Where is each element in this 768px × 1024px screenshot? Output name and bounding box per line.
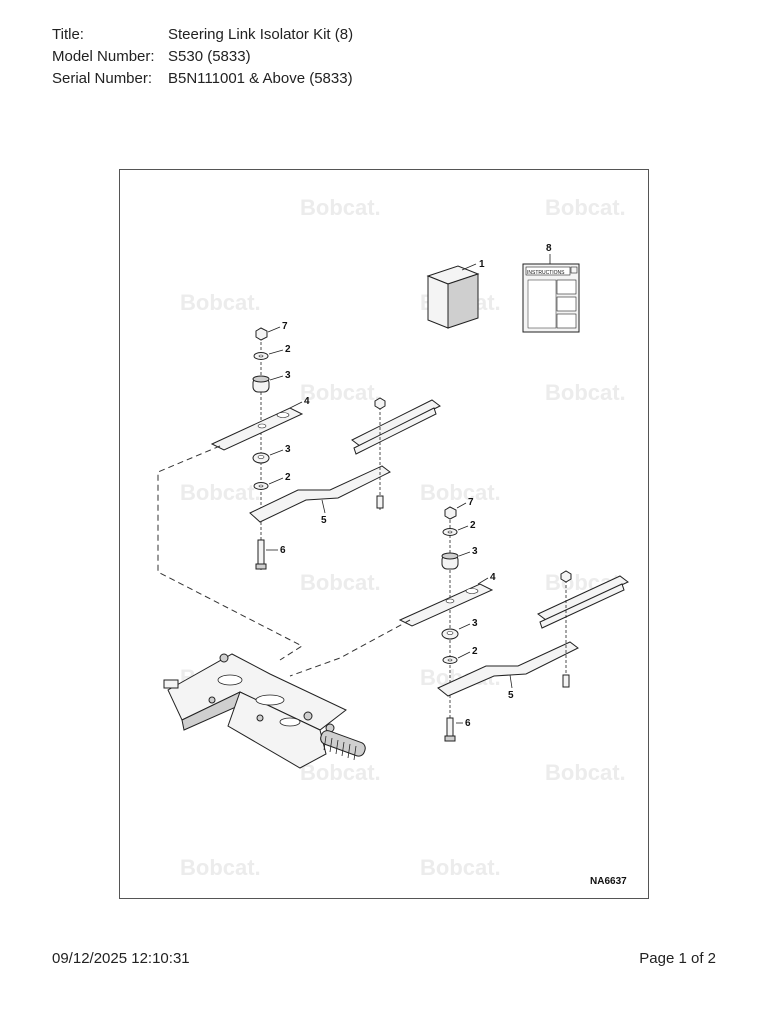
part-1-isolator-block: 1	[426, 259, 485, 329]
callout-2: 2	[472, 646, 478, 657]
parts-diagram: Bobcat. Bobcat. Bobcat. Bobcat. Bobcat. …	[119, 169, 649, 899]
callout-7: 7	[282, 321, 288, 332]
part-8-instructions-sheet: INSTRUCTIONS 8	[522, 243, 580, 333]
callout-4: 4	[490, 572, 496, 583]
watermark: Bobcat.	[180, 480, 261, 505]
model-row: Model Number: S530 (5833)	[52, 46, 353, 68]
connector-left	[157, 445, 304, 661]
watermark: Bobcat.	[420, 855, 501, 880]
figure-code: NA6637	[590, 876, 627, 887]
watermark: Bobcat.	[180, 855, 261, 880]
callout-6: 6	[280, 545, 286, 556]
callout-3: 3	[285, 444, 291, 455]
watermark-grid: Bobcat. Bobcat. Bobcat. Bobcat. Bobcat. …	[180, 195, 626, 880]
exploded-view-drawing: Bobcat. Bobcat. Bobcat. Bobcat. Bobcat. …	[157, 195, 629, 887]
title-row: Title: Steering Link Isolator Kit (8)	[52, 24, 353, 46]
watermark: Bobcat.	[420, 480, 501, 505]
watermark: Bobcat.	[545, 760, 626, 785]
callout-2: 2	[285, 472, 291, 483]
watermark: Bobcat.	[300, 760, 381, 785]
document-metadata: Title: Steering Link Isolator Kit (8) Mo…	[52, 24, 353, 90]
spring-grip	[320, 730, 366, 761]
callout-5: 5	[508, 690, 514, 701]
page-number: Page 1 of 2	[639, 950, 716, 967]
serial-row: Serial Number: B5N111001 & Above (5833)	[52, 68, 353, 90]
serial-value: B5N111001 & Above (5833)	[168, 70, 353, 87]
callout-3: 3	[472, 546, 478, 557]
callout-5: 5	[321, 515, 327, 526]
callout-7: 7	[468, 497, 474, 508]
callout-2: 2	[470, 520, 476, 531]
callout-6: 6	[465, 718, 471, 729]
callout-3: 3	[472, 618, 478, 629]
watermark: Bobcat.	[300, 570, 381, 595]
callout-4: 4	[304, 396, 310, 407]
left-isolator-stack: 7 2 3 4 3 2	[210, 321, 441, 570]
callout-2: 2	[285, 344, 291, 355]
watermark: Bobcat.	[545, 380, 626, 405]
connector-right	[289, 619, 411, 677]
callout-3: 3	[285, 370, 291, 381]
watermark: Bobcat.	[300, 380, 381, 405]
right-isolator-stack: 7 2 3 4 3 2	[398, 497, 629, 742]
model-label: Model Number:	[52, 48, 155, 65]
instructions-label: INSTRUCTIONS	[527, 270, 565, 276]
callout-8: 8	[546, 243, 552, 254]
serial-label: Serial Number:	[52, 70, 153, 87]
print-timestamp: 09/12/2025 12:10:31	[52, 950, 190, 967]
steering-base-assembly	[163, 653, 366, 769]
model-value: S530 (5833)	[168, 48, 251, 65]
watermark: Bobcat.	[300, 195, 381, 220]
title-label: Title:	[52, 26, 84, 43]
callout-1: 1	[479, 259, 485, 270]
watermark: Bobcat.	[180, 290, 261, 315]
watermark: Bobcat.	[545, 195, 626, 220]
title-value: Steering Link Isolator Kit (8)	[168, 26, 354, 43]
